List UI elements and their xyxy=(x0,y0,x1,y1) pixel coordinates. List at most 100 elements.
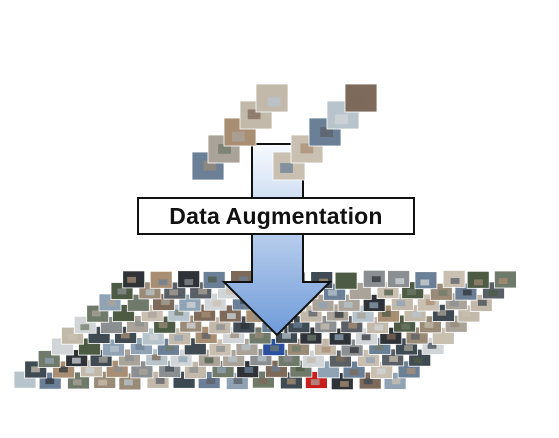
thumbnail-detail xyxy=(184,279,194,285)
thumbnail-detail xyxy=(132,300,141,307)
thumbnail-detail xyxy=(107,299,116,306)
thumbnail-detail xyxy=(45,378,55,385)
thumbnail-detail xyxy=(59,366,68,373)
thumbnail-detail xyxy=(308,310,318,317)
thumbnail-detail xyxy=(45,357,54,364)
thumbnail-detail xyxy=(407,289,416,295)
thumbnail-detail xyxy=(438,289,448,296)
thumbnail-detail xyxy=(306,357,316,364)
thumbnail-detail xyxy=(376,368,386,375)
thumbnail-detail xyxy=(258,378,268,385)
thumbnail-detail xyxy=(207,276,217,283)
thumbnail-detail xyxy=(155,378,165,384)
thumbnail-detail xyxy=(230,332,239,338)
thumbnail-detail xyxy=(198,288,208,295)
thumbnail-detail xyxy=(201,332,211,339)
thumbnail-detail xyxy=(349,347,359,353)
thumbnail-detail xyxy=(232,131,245,142)
thumbnail-detail xyxy=(227,313,236,319)
thumbnail-detail xyxy=(325,367,335,374)
thumbnail-detail xyxy=(114,365,123,372)
thumbnail-detail xyxy=(212,300,222,307)
thumbnail-detail xyxy=(244,367,254,373)
thumbnail-detail xyxy=(283,355,293,362)
thumbnail-detail xyxy=(328,289,337,296)
thumbnail-detail xyxy=(450,321,460,328)
thumbnail-detail xyxy=(369,302,379,309)
thumbnail-detail xyxy=(424,322,434,328)
thumbnail-detail xyxy=(320,323,330,330)
thumbnail-detail xyxy=(247,109,261,120)
thumbnail-detail xyxy=(395,278,405,285)
thumbnail-detail xyxy=(91,310,101,317)
thumbnail-detail xyxy=(119,309,128,316)
thumbnail-detail xyxy=(437,309,447,316)
thumbnail-detail xyxy=(19,377,29,384)
thumbnail-detail xyxy=(348,322,358,329)
thumbnail-detail xyxy=(72,357,81,364)
original-image-stack xyxy=(191,83,378,181)
thumbnail-detail xyxy=(286,378,296,385)
thumbnail-detail xyxy=(334,311,344,318)
thumbnail-detail xyxy=(413,357,423,364)
thumbnail-detail xyxy=(239,276,248,283)
thumbnail-detail xyxy=(450,278,460,284)
thumbnail-detail xyxy=(271,365,281,372)
thumbnail-detail xyxy=(310,379,320,386)
thumbnail-detail xyxy=(174,309,184,316)
thumbnail-detail xyxy=(125,355,134,362)
thumbnail-detail xyxy=(478,299,487,306)
thumbnail-detail xyxy=(406,368,416,374)
thumbnail-detail xyxy=(366,357,375,364)
thumbnail-detail xyxy=(396,300,406,307)
thumbnail-detail xyxy=(352,96,366,107)
thumbnail-detail xyxy=(280,163,293,173)
thumbnail-detail xyxy=(270,345,279,352)
thumbnail-detail xyxy=(292,345,301,352)
thumbnail-detail xyxy=(257,355,267,362)
thumbnail-detail xyxy=(120,332,130,339)
thumbnail-detail xyxy=(108,323,118,330)
thumbnail-detail xyxy=(80,324,90,331)
thumbnail-detail xyxy=(410,333,420,340)
thumbnail-detail xyxy=(145,289,155,296)
label-text: Data Augmentation xyxy=(169,202,383,229)
thumbnail-detail xyxy=(201,311,211,318)
thumbnail-detail xyxy=(374,344,384,351)
thumbnail-detail xyxy=(58,343,68,350)
thumbnail-detail xyxy=(135,344,145,350)
thumbnail-detail xyxy=(336,355,345,362)
thumbnail-detail xyxy=(412,311,422,318)
thumbnail-detail xyxy=(335,114,348,125)
thumbnail-detail xyxy=(254,332,264,338)
thumbnail-detail xyxy=(204,357,214,364)
thumbnail-detail xyxy=(267,96,281,107)
thumbnail-detail xyxy=(488,289,498,296)
thumbnail-detail xyxy=(300,143,314,154)
thumbnail-detail xyxy=(233,378,243,384)
thumbnail-detail xyxy=(147,311,157,318)
thumbnail-detail xyxy=(98,379,108,386)
thumbnail-detail xyxy=(186,322,196,329)
thumbnail-detail xyxy=(127,276,136,283)
thumbnail-detail xyxy=(84,345,94,351)
thumbnail-detail xyxy=(240,323,250,329)
thumbnail-detail xyxy=(282,332,291,339)
thumbnail-detail xyxy=(404,345,413,351)
thumbnail-detail xyxy=(340,381,349,387)
thumbnail-detail xyxy=(425,299,435,306)
thumbnail-detail xyxy=(161,299,170,305)
thumbnail-detail xyxy=(151,354,161,361)
thumbnail-detail xyxy=(85,367,95,374)
thumbnail-detail xyxy=(386,333,396,340)
thumbnail-detail xyxy=(363,378,373,385)
thumbnail-detail xyxy=(321,346,331,353)
thumbnail-detail xyxy=(135,320,145,327)
thumbnail-detail xyxy=(389,356,398,362)
thumbnail-detail xyxy=(206,378,216,385)
thumbnail-detail xyxy=(427,342,437,349)
thumbnail-detail xyxy=(349,369,359,376)
thumbnail-detail xyxy=(320,127,333,137)
thumbnail-detail xyxy=(31,366,40,373)
